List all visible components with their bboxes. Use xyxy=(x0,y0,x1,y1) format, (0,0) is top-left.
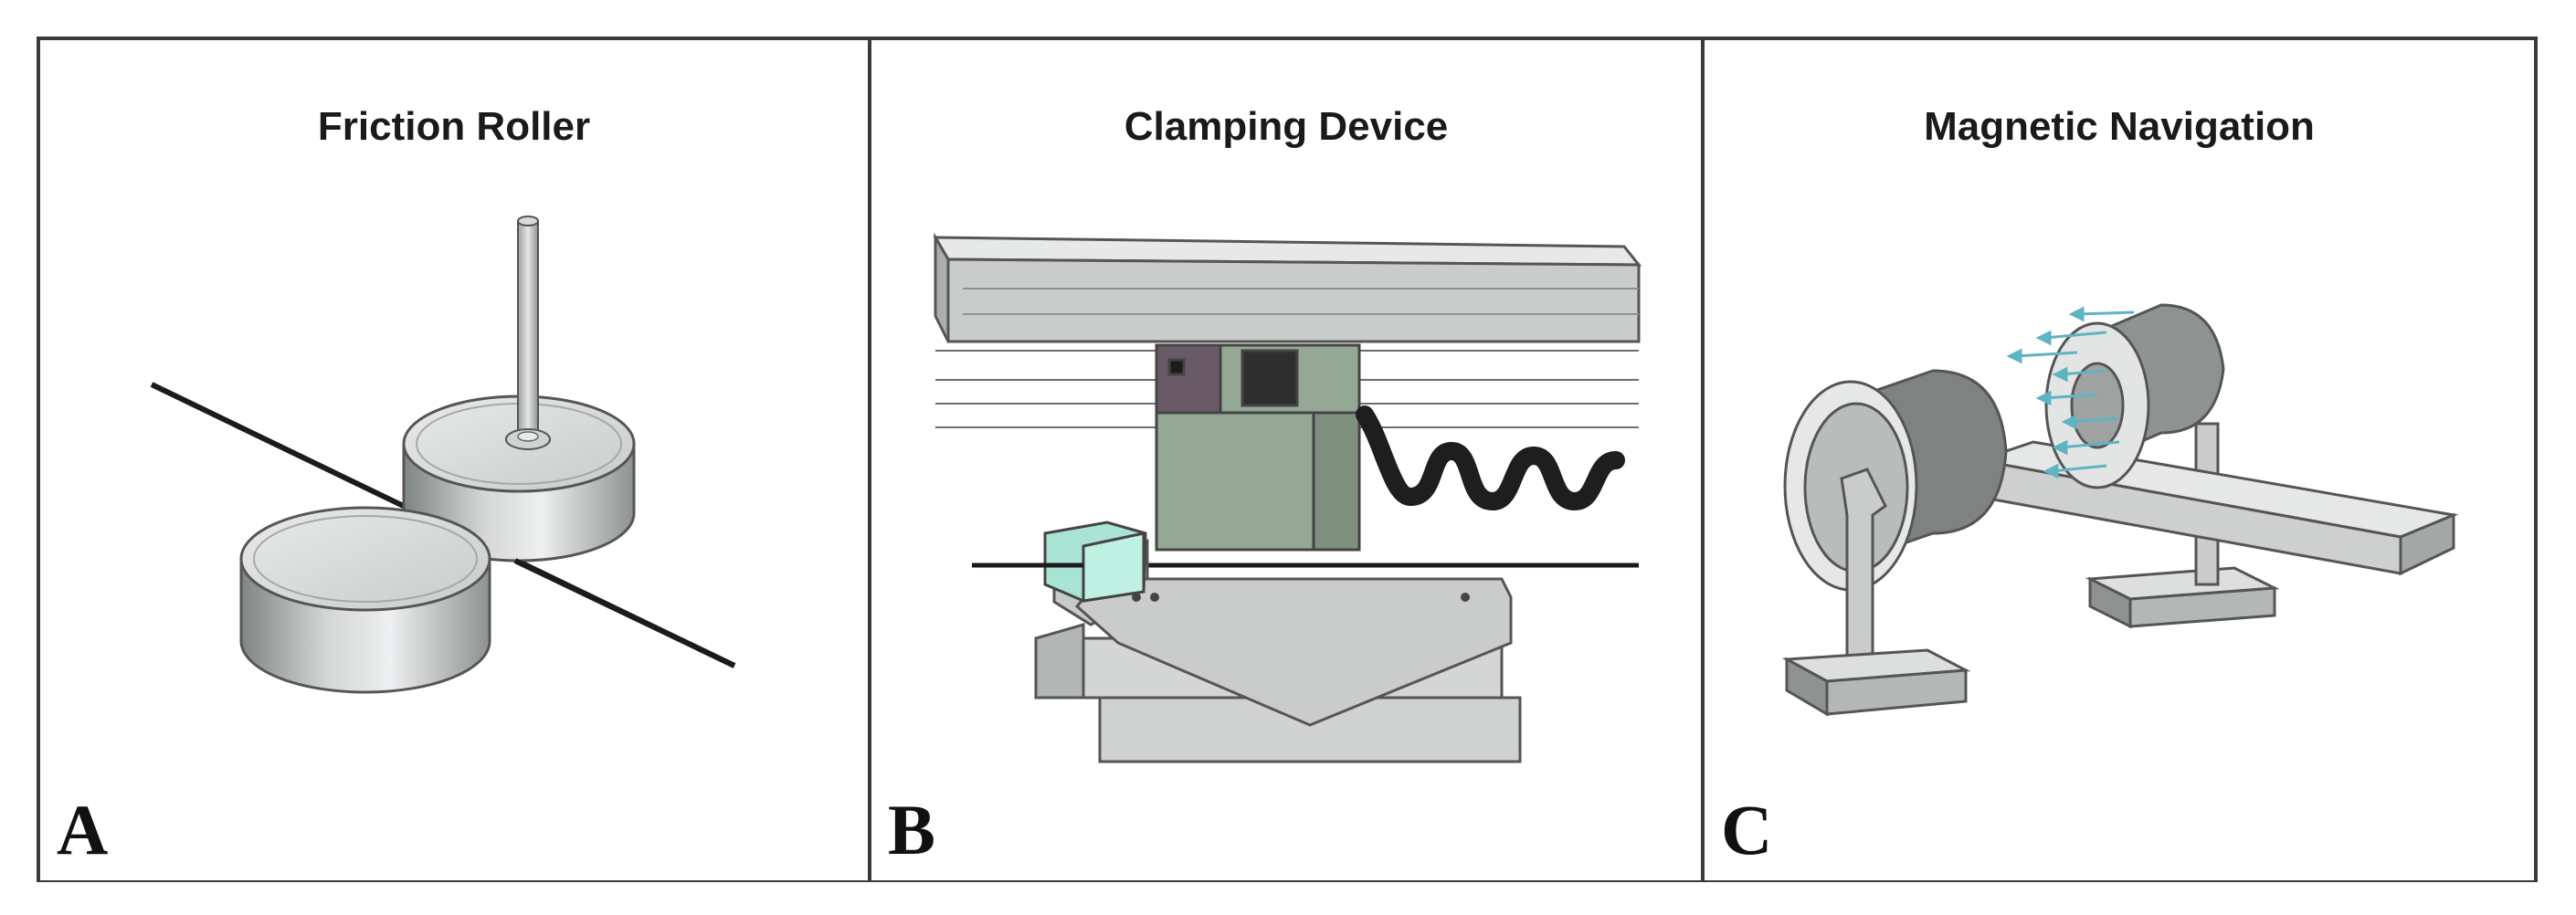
clamping-pad xyxy=(1043,521,1147,603)
coiled-cable xyxy=(1356,405,1625,511)
panel-letter: B xyxy=(888,790,936,869)
panel-letter: C xyxy=(1721,790,1773,869)
panel-title: Friction Roller xyxy=(317,104,591,149)
panel-clamping-device: Clamping Device B xyxy=(871,40,1701,880)
clamp-upper xyxy=(1155,343,1361,415)
panel-friction-roller: Friction Roller A xyxy=(40,40,868,880)
clamp-body xyxy=(1155,411,1361,552)
rail-beam xyxy=(933,232,1642,343)
panel-letter: A xyxy=(57,790,109,869)
front-post xyxy=(1840,468,1887,667)
panel-title: Magnetic Navigation xyxy=(1924,104,2315,149)
magnetic-navigation-illustration xyxy=(1781,303,2459,717)
panel-divider-2 xyxy=(1701,37,1705,882)
panel-divider-1 xyxy=(868,37,871,882)
frame-left-border xyxy=(37,37,40,882)
panel-title: Clamping Device xyxy=(1124,104,1449,149)
clamping-device-illustration xyxy=(933,232,1642,763)
panel-magnetic-navigation: Magnetic Navigation C xyxy=(1705,40,2534,880)
frame-bottom-border xyxy=(37,878,2538,882)
frame-top-border xyxy=(37,37,2538,40)
front-magnet xyxy=(1783,369,2008,592)
front-base xyxy=(1781,648,1971,717)
frame-right-border xyxy=(2534,37,2538,882)
magnetic-field-arrows xyxy=(2006,306,2135,479)
back-roller xyxy=(402,216,636,563)
friction-roller-illustration xyxy=(150,216,736,694)
front-roller xyxy=(239,506,491,694)
back-base xyxy=(2085,422,2280,629)
